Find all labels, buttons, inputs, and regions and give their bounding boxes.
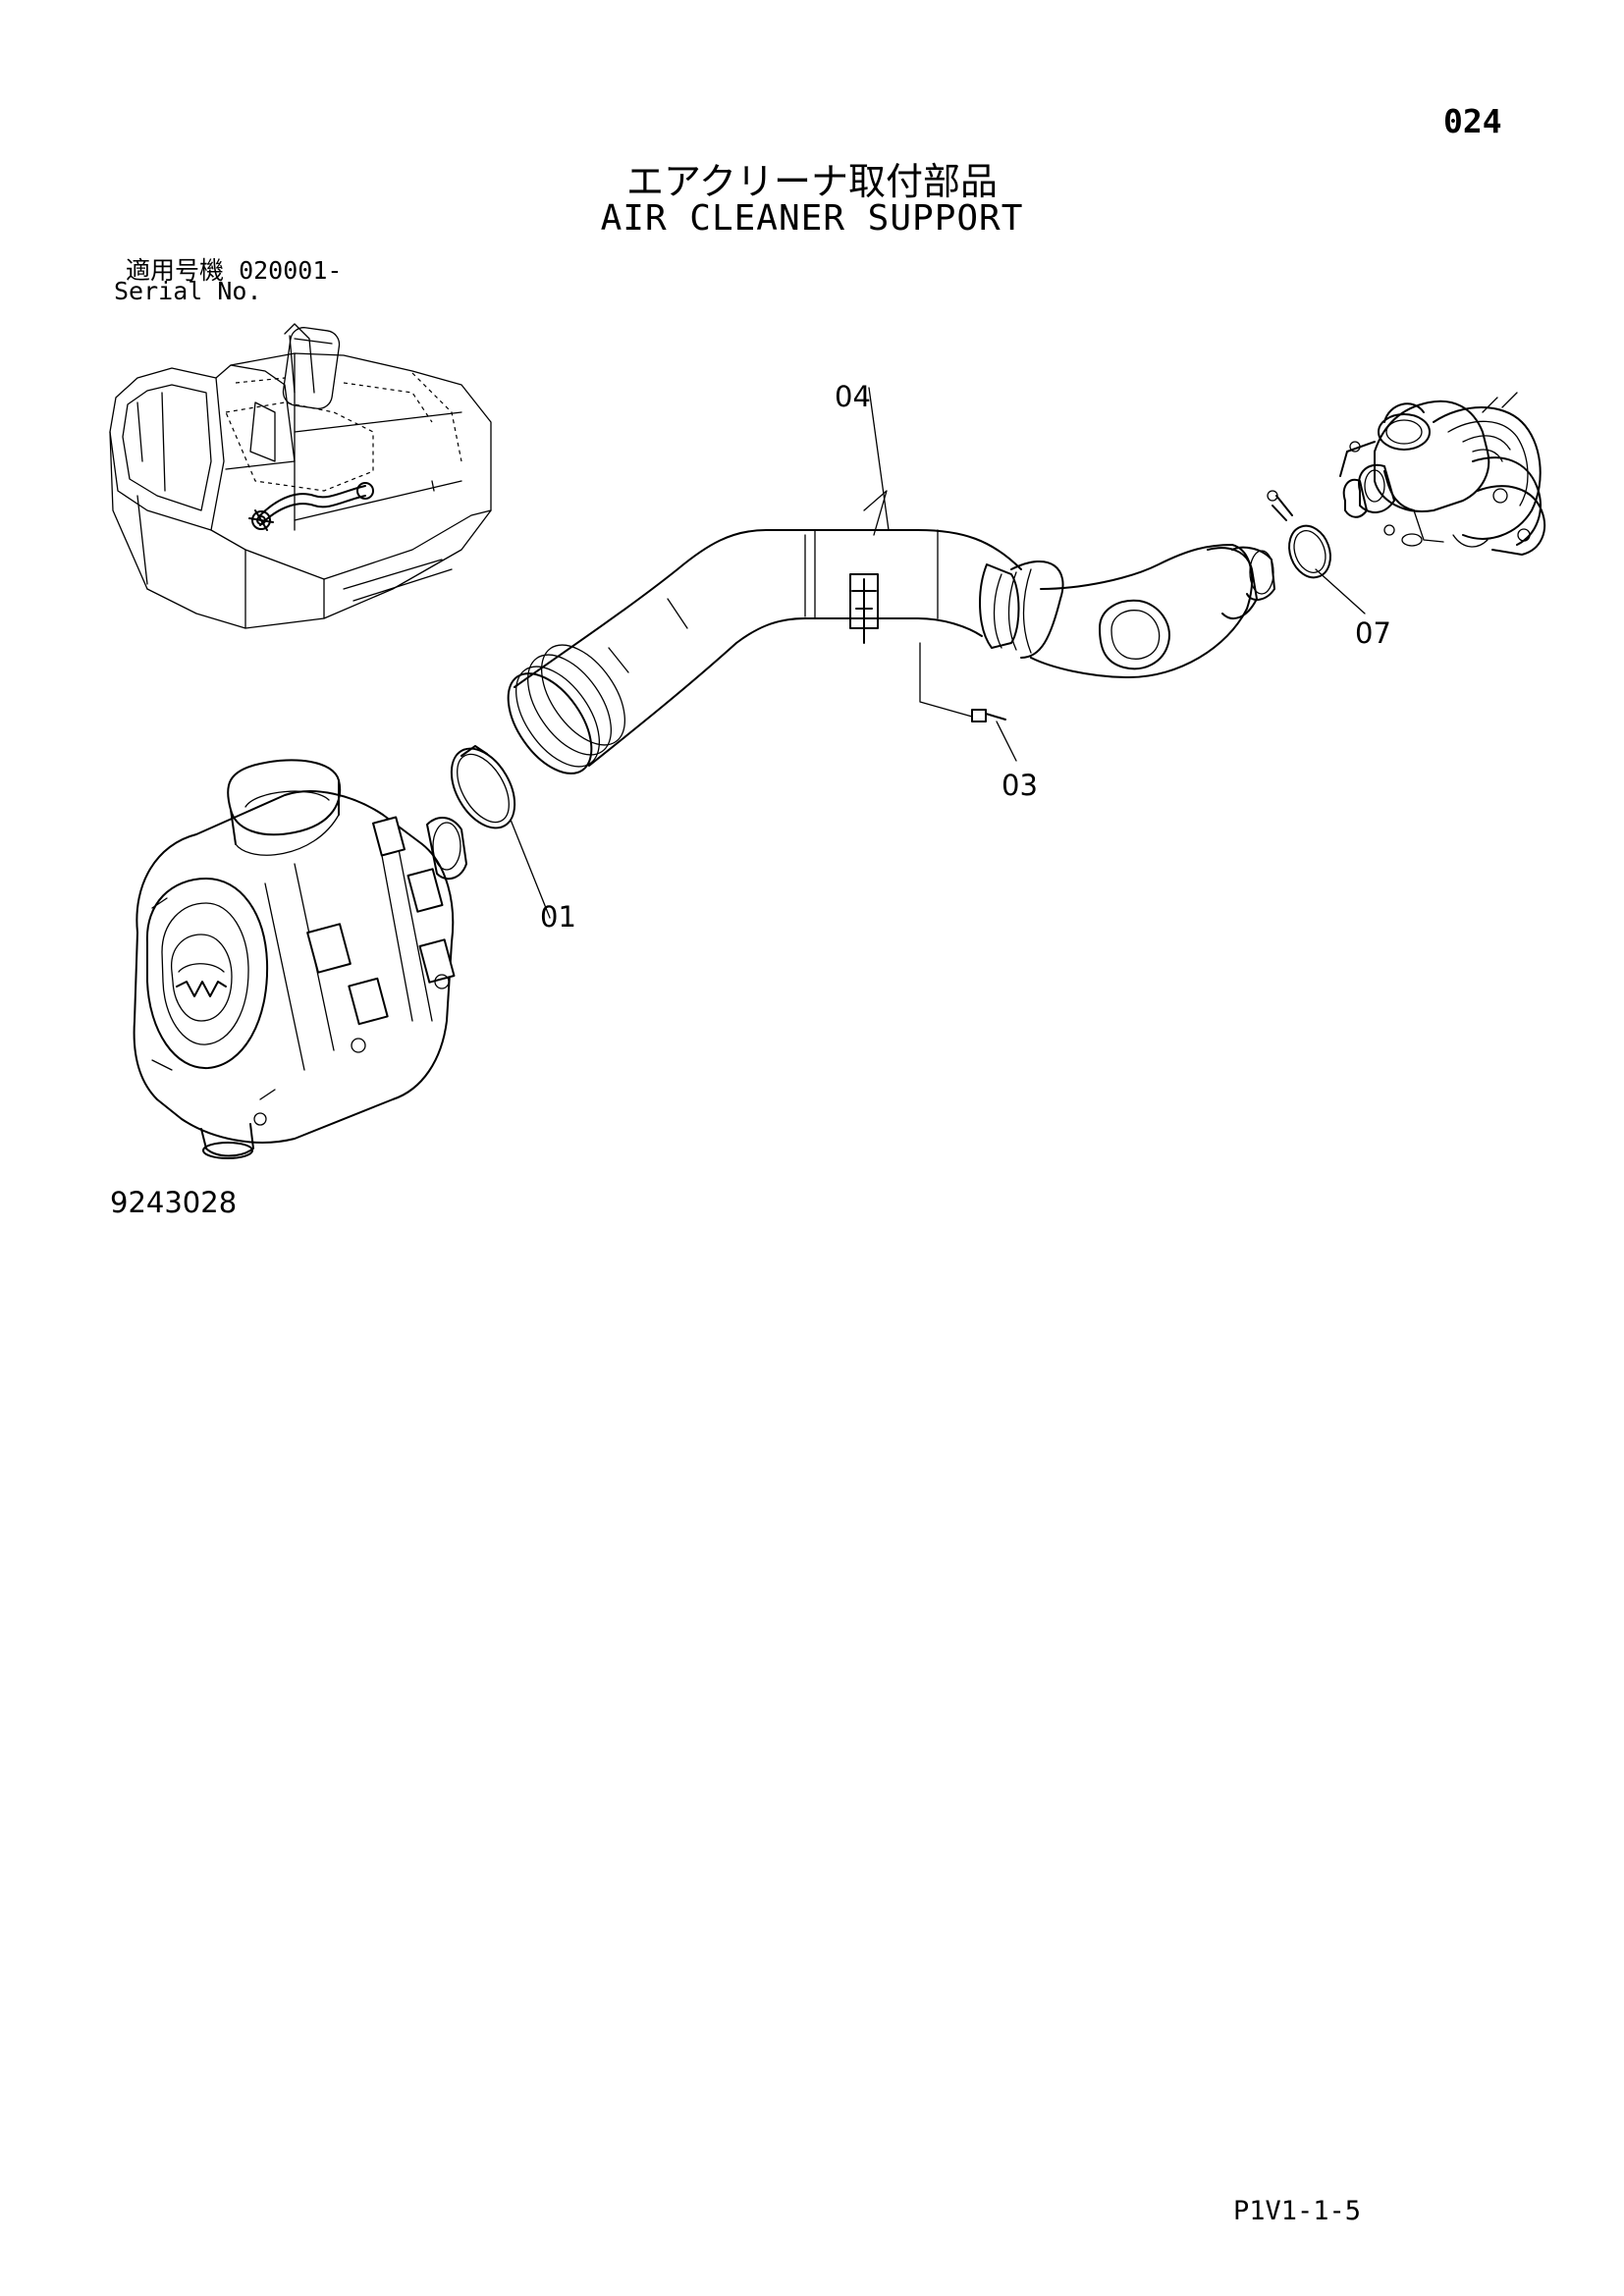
part-07-clamp	[1267, 490, 1366, 614]
title-japanese: エアクリーナ取付部品	[625, 160, 999, 203]
serial-value: 020001-	[239, 256, 343, 285]
page-code: P1V1-1-5	[1233, 2196, 1362, 2226]
part-01-hose-band	[450, 745, 551, 919]
callout-leader-01	[510, 819, 551, 919]
callout-leader-07	[1315, 568, 1366, 614]
callout-04: 04	[835, 380, 871, 413]
callout-leader-03	[996, 721, 1017, 762]
title-english: AIR CLEANER SUPPORT	[600, 198, 1024, 239]
part-04-intake-pipe	[507, 387, 1275, 774]
serial-label-english: Serial No.	[114, 277, 262, 305]
figure-number: 9243028	[110, 1186, 238, 1219]
serial-label-japanese: 適用号機 020001-	[126, 251, 342, 287]
part-03-bolt	[919, 642, 1017, 762]
air-cleaner-illustration	[133, 759, 467, 1159]
callout-01: 01	[540, 900, 576, 934]
machine-overview-illustration	[109, 323, 492, 629]
serial-label-jp-text: 適用号機	[126, 256, 225, 285]
callout-03: 03	[1001, 769, 1038, 802]
page-number: 024	[1443, 102, 1502, 140]
callout-07: 07	[1355, 616, 1391, 650]
turbocharger-illustration	[1339, 392, 1546, 556]
callout-leader-04	[868, 387, 890, 531]
